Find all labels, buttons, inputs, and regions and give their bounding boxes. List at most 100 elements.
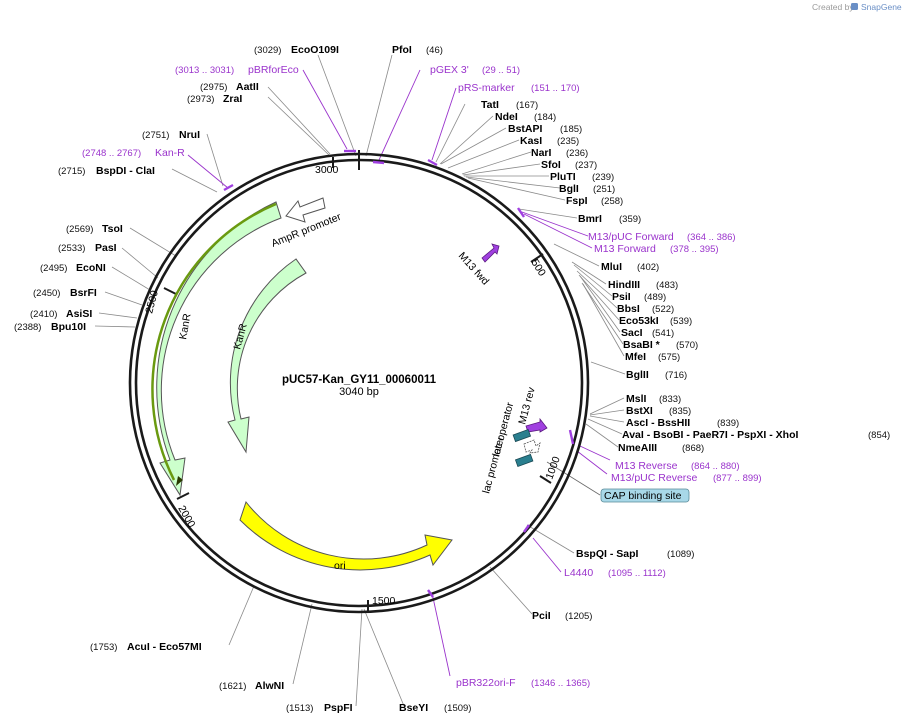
primer-marks <box>223 149 575 598</box>
kanr-orf-end-icon <box>176 476 183 486</box>
enzyme-bmri[interactable]: BmrI <box>578 213 602 225</box>
enzyme-tsoi[interactable]: TsoI <box>102 223 123 235</box>
enzyme-asisi[interactable]: AsiSI <box>66 308 92 320</box>
enzyme-sfoi[interactable]: SfoI <box>541 159 561 171</box>
enzyme-pos-nmeaiii: (868) <box>682 443 704 454</box>
primer-m13-forward[interactable]: M13 Forward <box>594 243 656 255</box>
kanr-outer-arrow[interactable] <box>156 201 282 497</box>
primer-pgex3[interactable]: pGEX 3' <box>430 64 469 76</box>
primer-m13-puc-reverse[interactable]: M13/pUC Reverse <box>611 472 698 484</box>
enzyme-bglii[interactable]: BglII <box>626 369 649 381</box>
enzyme-bbsi[interactable]: BbsI <box>617 303 640 315</box>
enzyme-bgli[interactable]: BglI <box>559 183 579 195</box>
kanr-inner-arrow[interactable] <box>227 258 307 454</box>
primer-kan-r[interactable]: Kan-R <box>155 147 185 159</box>
enzyme-pos-alwni: (1621) <box>219 681 246 692</box>
enzyme-aatii[interactable]: AatII <box>236 81 259 93</box>
kanr-outer-orf-line <box>151 202 277 481</box>
ampr-promoter-arrow[interactable] <box>285 197 326 223</box>
enzyme-fspi[interactable]: FspI <box>566 195 588 207</box>
enzyme-saci[interactable]: SacI <box>621 327 643 339</box>
enzyme-bpu10i[interactable]: Bpu10I <box>51 321 86 333</box>
cap-promoter-arrow[interactable] <box>523 439 541 454</box>
enzyme-bseyi[interactable]: BseYI <box>399 702 428 714</box>
enzyme-pos-fspi: (258) <box>601 196 623 207</box>
primer-range-m13-forward: (378 .. 395) <box>670 244 719 255</box>
enzyme-ndei[interactable]: NdeI <box>495 111 518 123</box>
enzyme-pos-nari: (236) <box>566 148 588 159</box>
enzyme-hindiii[interactable]: HindIII <box>608 279 640 291</box>
primer-mark-kan-r <box>223 183 234 192</box>
enzyme-pfoi[interactable]: PfoI <box>392 44 412 56</box>
m13-rev-arrow[interactable] <box>525 417 548 433</box>
tick-500 <box>530 253 544 263</box>
enzyme-econi[interactable]: EcoNI <box>76 262 106 274</box>
enzyme-bsrfi[interactable]: BsrFI <box>70 287 97 299</box>
primer-range-pbrforeco: (3013 .. 3031) <box>175 65 234 76</box>
enzyme-bstapi[interactable]: BstAPI <box>508 123 543 135</box>
primer-l4440[interactable]: L4440 <box>564 567 593 579</box>
enzyme-bspqi-sapi[interactable]: BspQI - SapI <box>576 548 639 560</box>
watermark-prefix: Created by <box>812 2 854 12</box>
enzyme-bspdi-clai[interactable]: BspDI - ClaI <box>96 165 155 177</box>
enzyme-bstxi[interactable]: BstXI <box>626 405 653 417</box>
primer-m13-reverse[interactable]: M13 Reverse <box>615 460 678 472</box>
enzyme-pos-tati: (167) <box>516 100 538 111</box>
enzyme-mlui[interactable]: MluI <box>601 261 622 273</box>
enzyme-pos-ndei: (184) <box>534 112 556 123</box>
enzyme-nmeaiii[interactable]: NmeAIII <box>618 442 657 454</box>
enzyme-tati[interactable]: TatI <box>481 99 499 111</box>
cap-leader-line <box>546 461 601 496</box>
m13-fwd-arrow[interactable] <box>481 243 500 263</box>
enzyme-bsabi[interactable]: BsaBI * <box>623 339 661 351</box>
enzyme-msli[interactable]: MslI <box>626 393 647 405</box>
enzyme-psii[interactable]: PsiI <box>612 291 631 303</box>
enzyme-pos-psii: (489) <box>644 292 666 303</box>
enzyme-pos-ecoo109i: (3029) <box>254 45 281 56</box>
enzyme-pos-eco53ki: (539) <box>670 316 692 327</box>
primer-range-kan-r: (2748 .. 2767) <box>82 148 141 159</box>
primer-labels: (3013 .. 3031) pBRforEco pGEX 3' (29 .. … <box>82 64 762 689</box>
primer-prs-marker[interactable]: pRS-marker <box>458 82 515 94</box>
enzyme-nari[interactable]: NarI <box>531 147 552 159</box>
primer-pbr322ori-f[interactable]: pBR322ori-F <box>456 677 516 689</box>
primer-leader-lines <box>187 69 611 677</box>
enzyme-pos-pasi: (2533) <box>58 243 85 254</box>
enzyme-pos-bstxi: (835) <box>669 406 691 417</box>
primer-range-m13-puc-forward: (364 .. 386) <box>687 232 736 243</box>
enzyme-acui-eco57mi[interactable]: AcuI - Eco57MI <box>127 641 202 653</box>
enzyme-pos-pfoi: (46) <box>426 45 443 56</box>
primer-range-pbr322ori-f: (1346 .. 1365) <box>531 678 590 689</box>
enzyme-pos-bspdi: (2715) <box>58 166 85 177</box>
enzyme-pluti[interactable]: PluTI <box>550 171 576 183</box>
enzyme-alwni[interactable]: AlwNI <box>255 680 284 692</box>
tick-marks <box>163 150 552 612</box>
lac-operator-box[interactable] <box>512 428 532 443</box>
enzyme-asci-bsshii[interactable]: AscI - BssHII <box>626 417 690 429</box>
enzyme-nrui[interactable]: NruI <box>179 129 200 141</box>
enzyme-zrai[interactable]: ZraI <box>223 93 242 105</box>
enzyme-kasi[interactable]: KasI <box>520 135 542 147</box>
enzyme-pos-bsabi: (570) <box>676 340 698 351</box>
enzyme-pcii[interactable]: PciI <box>532 610 551 622</box>
enzyme-pos-pcii: (1205) <box>565 611 592 622</box>
enzyme-avai-group[interactable]: AvaI - BsoBI - PaeR7I - PspXI - XhoI <box>622 429 798 441</box>
enzyme-pos-bgli: (251) <box>593 184 615 195</box>
m13-rev-label: M13 rev <box>516 385 538 425</box>
ori-arrow[interactable] <box>239 500 453 571</box>
primer-mark-pgex3 <box>372 160 385 165</box>
lac-promoter-box[interactable] <box>514 453 534 468</box>
enzyme-pasi[interactable]: PasI <box>95 242 117 254</box>
primer-pbrforeco[interactable]: pBRforEco <box>248 64 299 76</box>
enzyme-pos-asisi: (2410) <box>30 309 57 320</box>
enzyme-pspfi[interactable]: PspFI <box>324 702 353 714</box>
enzyme-mfei[interactable]: MfeI <box>625 351 646 363</box>
enzyme-eco53ki[interactable]: Eco53kI <box>619 315 659 327</box>
primer-m13-puc-forward[interactable]: M13/pUC Forward <box>588 231 674 243</box>
cap-binding-site-badge[interactable] <box>600 488 690 503</box>
tick-label-1500: 1500 <box>372 595 396 607</box>
tick-label-3000: 3000 <box>315 164 339 176</box>
enzyme-ecoo109i[interactable]: EcoO109I <box>291 44 339 56</box>
